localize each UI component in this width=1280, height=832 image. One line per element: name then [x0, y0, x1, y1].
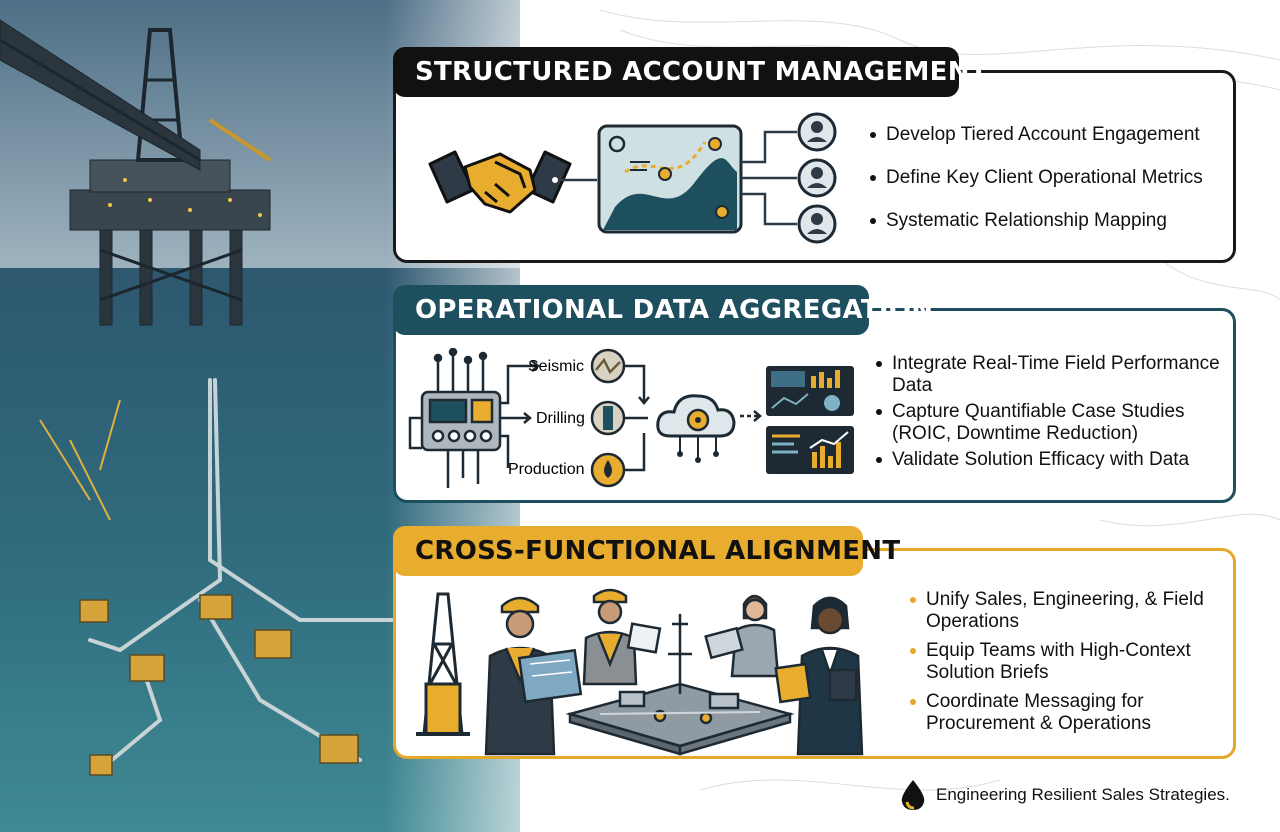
data-aggregation-illustration: [408, 348, 854, 488]
source-label-production: Production: [508, 461, 585, 478]
section-title-account-management: STRUCTURED ACCOUNT MANAGEMENT: [393, 47, 987, 97]
source-label-seismic: Seismic: [528, 358, 585, 375]
footer-tagline: Engineering Resilient Sales Strategies.: [898, 778, 1230, 812]
bullet-item: Validate Solution Efficacy with Data: [874, 449, 1224, 471]
person-icon: [797, 112, 837, 244]
bullet-item: Define Key Client Operational Metrics: [868, 167, 1203, 189]
facility-model-icon: [565, 614, 795, 756]
map-dashboard-icon: [597, 124, 743, 234]
bullet-item: Develop Tiered Account Engagement: [868, 124, 1203, 146]
analytics-dashboard-icon: [766, 366, 854, 474]
bullet-item: Unify Sales, Engineering, & Field Operat…: [908, 589, 1228, 633]
cross-functional-illustration: [416, 588, 864, 756]
source-label-drilling: Drilling: [536, 410, 585, 427]
bullet-item: Equip Teams with High-Context Solution B…: [908, 640, 1228, 684]
account-management-illustration: [428, 112, 837, 244]
cross-functional-bullets: Unify Sales, Engineering, & Field Operat…: [908, 589, 1228, 742]
footer-text: Engineering Resilient Sales Strategies.: [936, 785, 1230, 804]
bullet-item: Coordinate Messaging for Procurement & O…: [908, 691, 1228, 735]
cloud-gear-icon: [656, 394, 736, 463]
account-management-bullets: Develop Tiered Account Engagement Define…: [868, 124, 1203, 253]
worker-icon: [484, 596, 583, 756]
bullet-item: Integrate Real-Time Field Performance Da…: [874, 353, 1224, 397]
derrick-icon: [416, 592, 470, 736]
section-title-data-aggregation: OPERATIONAL DATA AGGREGATION: [393, 285, 933, 335]
section-title-cross-functional: CROSS-FUNCTIONAL ALIGNMENT: [393, 526, 900, 576]
handshake-icon: [428, 150, 572, 214]
bullet-item: Capture Quantifiable Case Studies (ROIC,…: [874, 401, 1224, 445]
businesswoman-icon: [774, 596, 864, 756]
data-aggregation-bullets: Integrate Real-Time Field Performance Da…: [874, 353, 1224, 475]
bullet-item: Systematic Relationship Mapping: [868, 210, 1203, 232]
oil-drop-icon: [901, 780, 925, 810]
control-panel-icon: [408, 348, 502, 488]
